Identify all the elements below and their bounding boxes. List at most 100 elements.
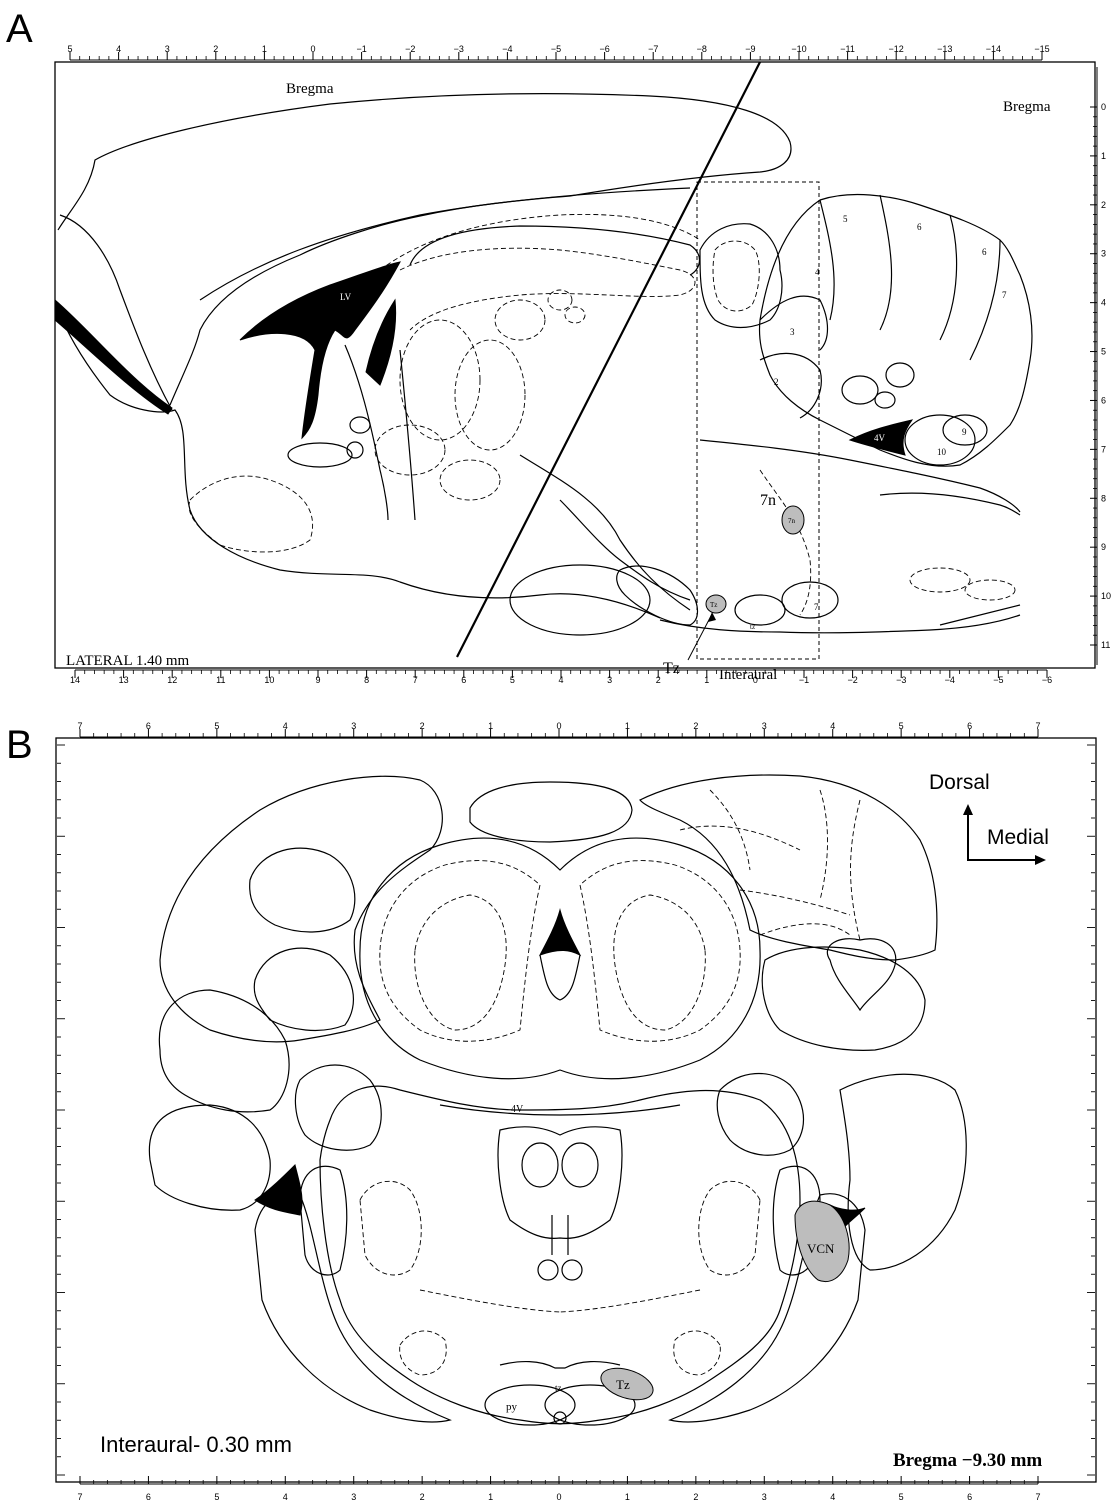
a-bottom-ruler-label: −1 <box>799 675 809 685</box>
aqueduct-outline <box>540 955 580 1000</box>
cortex-outline <box>58 94 791 405</box>
a-top-ruler-label: 5 <box>67 44 72 54</box>
b-bottom-ruler-label: 4 <box>283 1492 288 1502</box>
ventral-fiber <box>940 605 1020 625</box>
a-top-ruler-label: −13 <box>937 44 952 54</box>
b-bottom-ruler-label: 0 <box>556 1492 561 1502</box>
a-top-ruler-label: −4 <box>502 44 512 54</box>
left-nucleus-region <box>360 1181 421 1275</box>
a-top-ruler-label: −8 <box>697 44 707 54</box>
tz-lower-label-b: tz <box>555 1383 562 1393</box>
lobule-3-label: 3 <box>790 327 795 337</box>
basal-forebrain-region <box>189 476 313 552</box>
lobule-4-label: 4 <box>815 267 820 277</box>
a-right-ruler-label: 0 <box>1101 102 1106 112</box>
right-flocculus <box>840 1074 966 1270</box>
left-colliculus-layer <box>380 861 540 1042</box>
a-right-ruler-label: 7 <box>1101 444 1106 454</box>
mammillothalamic-tract <box>400 350 415 520</box>
hippocampus-outline <box>400 248 695 330</box>
panel-a-top-ruler: 543210−1−2−3−4−5−6−7−8−9−10−11−12−13−14−… <box>67 44 1049 60</box>
forebrain-outline <box>58 310 660 618</box>
b-bottom-ruler-label: 1 <box>625 1492 630 1502</box>
ventral-tract-2 <box>560 500 690 600</box>
lobule-6b-label: 6 <box>982 247 987 257</box>
left-lower-lobe <box>295 1065 381 1150</box>
left-reticular-region <box>420 1290 560 1312</box>
left-olive-region <box>400 1331 447 1375</box>
small-nucleus-1 <box>548 290 572 310</box>
a-top-ruler-label: −14 <box>986 44 1001 54</box>
b-bottom-ruler-label: 5 <box>214 1492 219 1502</box>
lobule-7b-label: 7 <box>814 602 819 612</box>
anterior-commissure <box>288 443 352 467</box>
dorsal-label: Dorsal <box>929 771 990 794</box>
a-top-ruler-label: −6 <box>599 44 609 54</box>
b-top-ruler-label: 6 <box>146 721 151 731</box>
panel-a-letter: A <box>6 7 33 51</box>
a-bottom-ruler-label: 3 <box>607 675 612 685</box>
midline-nucleus-left <box>522 1143 558 1187</box>
a-bottom-ruler-label: 6 <box>461 675 466 685</box>
a-bottom-ruler-label: 7 <box>413 675 418 685</box>
left-paraflocculus <box>159 990 289 1112</box>
tz-small-label: Tz <box>710 601 717 609</box>
vermis-top-lobe <box>470 782 632 842</box>
b-bottom-ruler-label: 2 <box>420 1492 425 1502</box>
left-lateral-recess <box>255 1165 302 1215</box>
thalamus-region-5 <box>440 460 500 500</box>
a-top-ruler-label: 3 <box>165 44 170 54</box>
lobule-5-label: 5 <box>843 214 848 224</box>
a-top-ruler-label: −5 <box>551 44 561 54</box>
deep-cerebellar-nucleus-1 <box>842 376 878 404</box>
small-nucleus-3 <box>350 417 370 433</box>
a-bottom-ruler-label: −4 <box>945 675 955 685</box>
a-top-ruler-label: −12 <box>889 44 904 54</box>
py-label: py <box>506 1401 518 1413</box>
right-cerebellar-hemisphere <box>640 775 937 960</box>
left-mid-lobe <box>254 948 353 1030</box>
right-nucleus-region <box>699 1181 760 1275</box>
a-bottom-ruler-label: 12 <box>167 675 177 685</box>
b-bottom-ruler-label: 4 <box>830 1492 835 1502</box>
b-top-ruler-label: 3 <box>762 721 767 731</box>
lv-label: LV <box>340 292 352 302</box>
panel-b-top-ruler: 765432101234567 <box>77 721 1040 737</box>
a-right-ruler-label: 6 <box>1101 395 1106 405</box>
facial-nucleus-small-label: 7n <box>788 517 796 525</box>
a-bottom-ruler-label: 11 <box>216 675 225 685</box>
a-right-ruler-label: 3 <box>1101 249 1106 259</box>
deep-cerebellar-nucleus-3 <box>875 392 895 408</box>
interaural-label-a: Interaural <box>719 667 777 683</box>
deep-cerebellar-nucleus-2 <box>886 363 914 387</box>
right-reticular-region <box>560 1290 700 1312</box>
a-right-ruler-label: 2 <box>1101 200 1106 210</box>
a-top-ruler-label: −2 <box>405 44 415 54</box>
left-upper-lobe <box>250 848 355 932</box>
ventral-tract <box>520 455 690 610</box>
left-outer-brainstem <box>255 1194 450 1422</box>
b-bottom-ruler-label: 3 <box>762 1492 767 1502</box>
vcn-label: VCN <box>807 1241 835 1256</box>
bregma-label-b: Bregma −9.30 mm <box>893 1450 1042 1471</box>
a-bottom-ruler-label: 8 <box>364 675 369 685</box>
bregma-left-label: Bregma <box>286 81 334 97</box>
a-bottom-ruler-label: 1 <box>704 675 709 685</box>
small-midline-right <box>562 1260 582 1280</box>
aqueduct-black <box>540 910 580 955</box>
inferior-colliculi-outline <box>360 838 760 1079</box>
thalamus-region-3 <box>495 300 545 340</box>
cerebellar-lobule-2 <box>760 353 821 418</box>
fourth-ventricle-label: 4V <box>874 433 886 443</box>
a-bottom-ruler-label: −6 <box>1042 675 1052 685</box>
third-ventricle <box>366 300 396 385</box>
fourth-ventricle-label-b: 4V <box>511 1104 524 1115</box>
a-right-ruler-label: 9 <box>1101 542 1106 552</box>
third-ventricle-label: 3V <box>372 349 384 359</box>
lobule-6a-label: 6 <box>917 222 922 232</box>
a-top-ruler-label: −11 <box>840 44 855 54</box>
b-top-ruler-label: 5 <box>899 721 904 731</box>
lateral-label: LATERAL 1.40 mm <box>66 653 190 669</box>
